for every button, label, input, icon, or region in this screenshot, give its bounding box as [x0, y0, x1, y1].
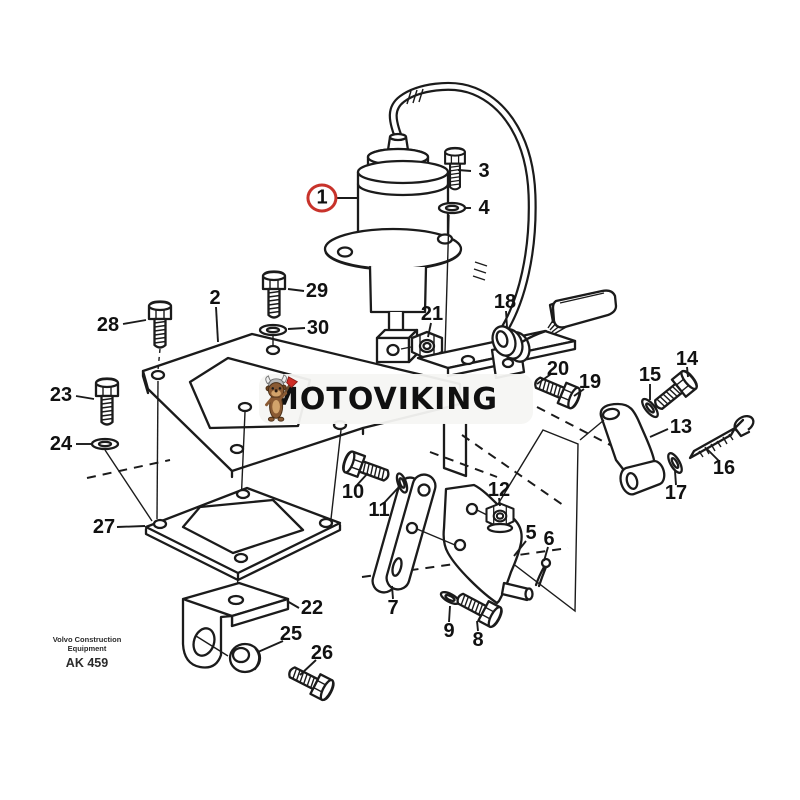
part-27-gasket	[144, 486, 342, 582]
callout-2: 2	[209, 287, 221, 309]
part-16-bolt	[688, 414, 755, 460]
watermark-text: MOTOVIKING	[269, 381, 499, 417]
solenoid-housing	[368, 265, 428, 314]
brand-line1: Volvo Construction	[52, 635, 122, 644]
callout-27: 27	[92, 516, 116, 538]
brand-block: Volvo Construction Equipment AK 459	[52, 635, 122, 671]
callout-29: 29	[305, 280, 329, 302]
callout-21: 21	[420, 303, 444, 325]
brand-line2: Equipment	[67, 643, 107, 653]
part-13-bracket	[579, 402, 666, 496]
callout-9: 9	[443, 620, 455, 642]
callout-7: 7	[387, 597, 399, 619]
callout-26: 26	[310, 642, 334, 664]
callout-22: 22	[300, 597, 324, 619]
cable-break-mark	[472, 261, 488, 281]
callout-30: 30	[306, 317, 330, 339]
callout-11: 11	[368, 499, 390, 521]
part-15-washer	[641, 397, 659, 419]
callout-24: 24	[49, 433, 73, 455]
callout-23: 23	[49, 384, 73, 406]
cable-connector	[520, 289, 618, 344]
callout-3: 3	[478, 160, 490, 182]
part-18-grommet	[491, 325, 531, 363]
callout-leaders	[75, 169, 720, 676]
part-12-nut	[485, 502, 515, 534]
callout-10: 10	[341, 481, 365, 503]
part-7-lever	[371, 473, 437, 594]
part-22-bracket	[181, 581, 290, 669]
callout-14: 14	[675, 348, 699, 370]
part-29-bolt	[261, 270, 287, 319]
callout-16: 16	[712, 457, 736, 479]
callout-17: 17	[664, 482, 688, 504]
part-6-cotter-pin	[534, 557, 552, 588]
callout-15: 15	[638, 364, 662, 386]
part-28-bolt	[147, 300, 173, 349]
watermark-banner: MOTOVIKING	[259, 374, 533, 424]
part-4-washer	[437, 201, 467, 215]
cable-break-mark	[406, 88, 424, 105]
part-23-bolt	[94, 377, 120, 426]
part-25-bushing	[228, 642, 262, 674]
viking-dog-mascot	[265, 374, 299, 422]
callout-5: 5	[525, 522, 537, 544]
callout-20: 20	[546, 358, 570, 380]
clevis-pin	[500, 581, 534, 602]
callout-25: 25	[279, 623, 303, 645]
construction-lines	[86, 406, 642, 613]
callout-8: 8	[472, 629, 484, 651]
callout-1: 1	[306, 183, 338, 213]
callout-18: 18	[493, 291, 517, 313]
callout-4: 4	[478, 197, 490, 219]
part-30-washer	[258, 323, 288, 337]
callout-28: 28	[96, 314, 120, 336]
part-11-washer	[395, 472, 409, 494]
part-1-solenoid	[323, 132, 463, 364]
part-24-washer	[90, 437, 120, 451]
part-17-washer	[667, 452, 683, 474]
callout-6: 6	[543, 528, 555, 550]
callout-19: 19	[578, 371, 602, 393]
callout-13: 13	[669, 416, 693, 438]
solenoid-cable	[388, 81, 537, 333]
figure-code: AK 459	[65, 656, 109, 671]
part-26-bolt	[283, 660, 338, 703]
callout-12: 12	[487, 479, 511, 501]
